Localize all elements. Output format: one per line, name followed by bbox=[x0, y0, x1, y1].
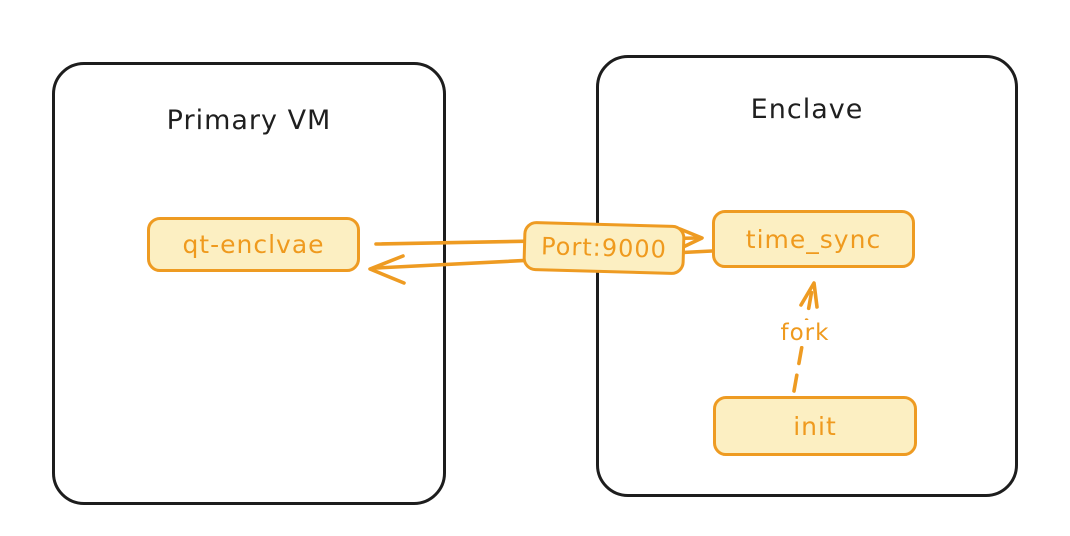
node-qt-enclvae-label: qt-enclvae bbox=[182, 230, 325, 259]
node-time-sync-label: time_sync bbox=[745, 224, 882, 254]
container-primary-vm: Primary VM bbox=[52, 62, 446, 505]
edge-label-port-9000-text: Port:9000 bbox=[540, 232, 668, 264]
container-enclave: Enclave bbox=[596, 55, 1018, 497]
node-time-sync: time_sync bbox=[712, 210, 915, 268]
edge-label-port-9000: Port:9000 bbox=[522, 220, 686, 276]
node-qt-enclvae: qt-enclvae bbox=[147, 217, 360, 272]
container-label-primary-vm: Primary VM bbox=[166, 105, 332, 136]
node-init-label: init bbox=[793, 411, 837, 441]
edge-label-fork: fork bbox=[770, 320, 840, 346]
node-init: init bbox=[713, 396, 917, 456]
container-label-enclave: Enclave bbox=[750, 94, 864, 125]
